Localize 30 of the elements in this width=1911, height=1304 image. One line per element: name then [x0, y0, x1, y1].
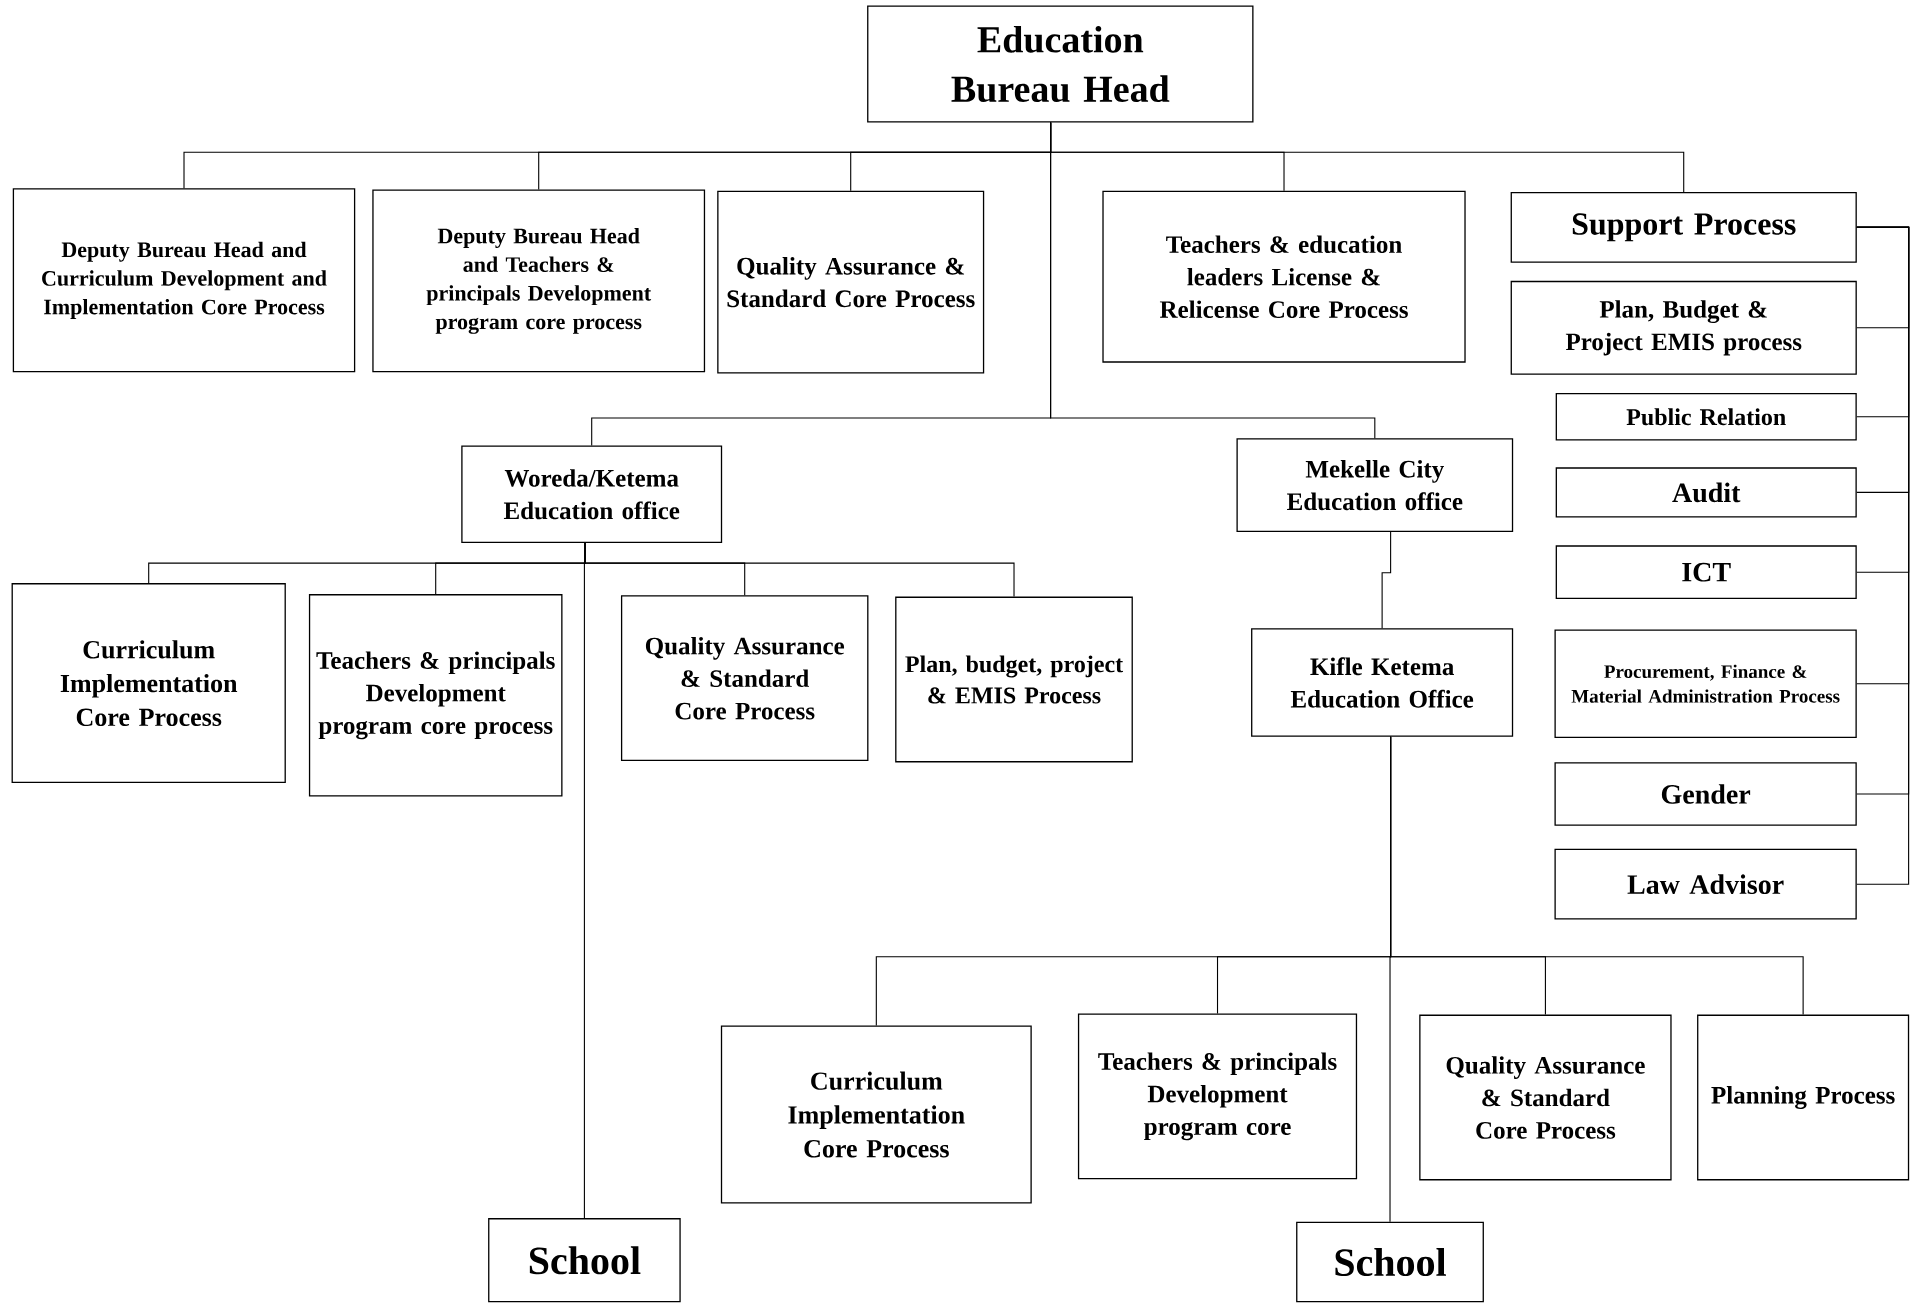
- org-box: Plan, Budget & Project EMIS process: [1510, 280, 1857, 375]
- org-box: Gender: [1554, 762, 1857, 826]
- org-box: Woreda/Ketema Education office: [461, 445, 723, 543]
- org-box: Mekelle City Education office: [1236, 438, 1514, 533]
- org-box: Curriculum Implementation Core Process: [720, 1025, 1032, 1204]
- org-box: Audit: [1555, 467, 1857, 518]
- org-box: Procurement, Finance & Material Administration Process: [1554, 629, 1857, 738]
- org-box: ICT: [1555, 545, 1857, 600]
- org-box: Deputy Bureau Head and Teachers & principals Development program core process: [372, 189, 706, 373]
- org-box: Teachers & principals Development program core process: [308, 594, 563, 797]
- org-box: Kifle Ketema Education Office: [1251, 628, 1514, 737]
- org-box: Quality Assurance & Standard Core Process: [717, 190, 985, 374]
- org-box: School: [488, 1218, 681, 1303]
- org-box: Teachers & education leaders License & Relicense Core Process: [1102, 190, 1466, 363]
- org-box: Teachers & principals Development program core: [1077, 1013, 1358, 1180]
- org-box: Planning Process: [1697, 1014, 1910, 1181]
- org-box: Deputy Bureau Head and Curriculum Development and Implementation Core Process: [12, 188, 356, 373]
- org-box: Curriculum Implementation Core Process: [11, 583, 286, 784]
- org-box: Plan, budget, project & EMIS Process: [895, 596, 1133, 763]
- org-box: Public Relation: [1555, 393, 1857, 441]
- org-box: Quality Assurance & Standard Core Process: [620, 595, 869, 762]
- connector-line: [1381, 531, 1392, 629]
- org-box: Education Bureau Head: [867, 5, 1254, 123]
- org-box: Law Advisor: [1554, 848, 1857, 920]
- connector-line: [1389, 736, 1392, 1223]
- org-box: Support Process: [1510, 191, 1857, 263]
- org-box: School: [1296, 1221, 1484, 1303]
- connector-line: [1050, 122, 1376, 439]
- org-box: Quality Assurance & Standard Core Process: [1419, 1014, 1672, 1181]
- connector-line: [583, 542, 586, 1219]
